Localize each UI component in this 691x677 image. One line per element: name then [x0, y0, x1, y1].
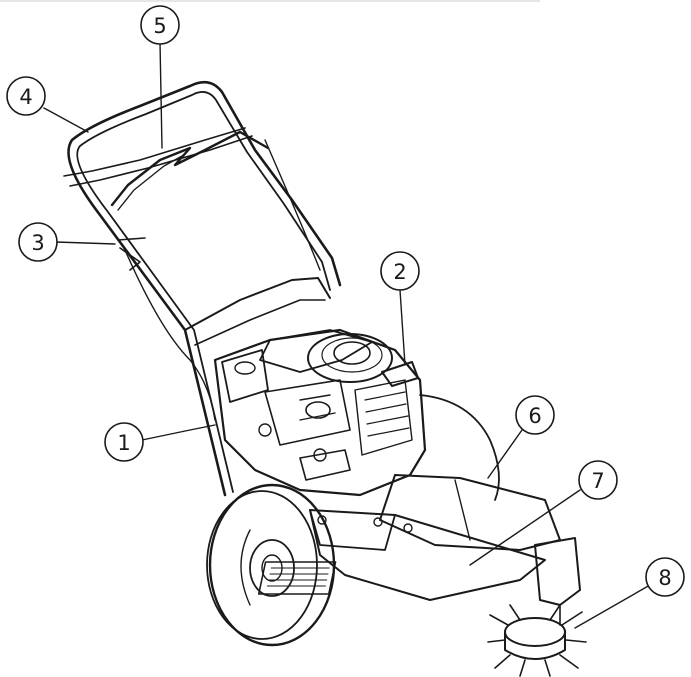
callout-5: 5 [140, 5, 180, 45]
callout-1: 1 [104, 422, 144, 462]
callout-4: 4 [6, 76, 46, 116]
leader-line-2 [399, 289, 406, 366]
callout-6: 6 [515, 395, 555, 435]
callout-6-label: 6 [528, 404, 541, 428]
leader-line-8 [574, 584, 651, 629]
engine [213, 328, 427, 497]
leader-line-5 [159, 41, 163, 149]
callout-2-label: 2 [393, 260, 406, 284]
callout-1-label: 1 [117, 431, 130, 455]
leader-line-4 [43, 107, 89, 133]
callout-2: 2 [380, 251, 420, 291]
frame-and-deck [257, 394, 581, 606]
leader-line-1 [141, 424, 216, 441]
left-wheel [206, 483, 336, 647]
handle-assembly [63, 80, 342, 497]
leader-line-3 [55, 241, 116, 245]
callout-3-label: 3 [31, 231, 44, 255]
callout-8-label: 8 [658, 566, 671, 590]
leader-line-6 [487, 429, 523, 479]
callout-7: 7 [578, 460, 618, 500]
callout-8: 8 [645, 557, 685, 597]
callout-5-label: 5 [153, 14, 166, 38]
callouts: 1 2 3 4 5 6 7 8 [6, 5, 685, 629]
callout-4-label: 4 [19, 85, 32, 109]
callout-7-label: 7 [591, 469, 604, 493]
leader-line-7 [469, 489, 581, 566]
callout-3: 3 [18, 222, 58, 262]
cutting-head [487, 604, 587, 677]
